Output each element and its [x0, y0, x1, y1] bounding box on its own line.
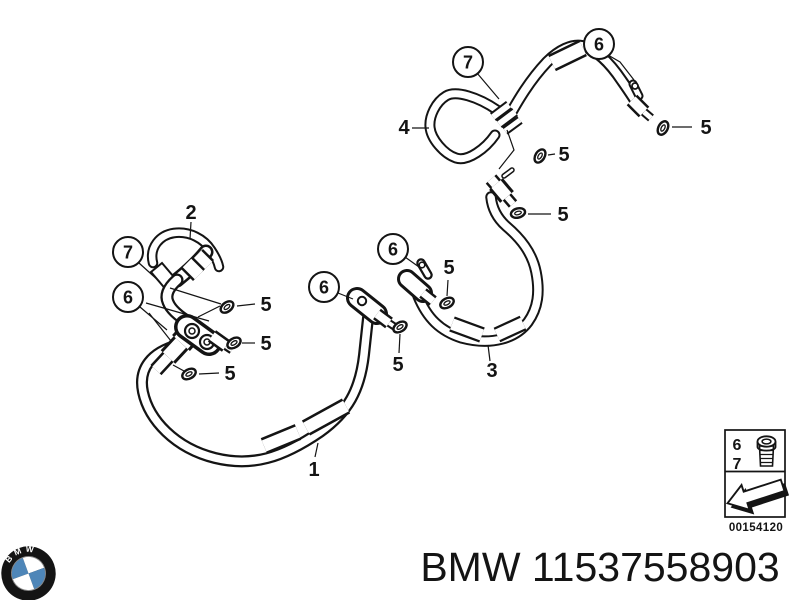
o-ring — [181, 367, 197, 381]
oring-label: 5 — [224, 363, 235, 385]
oring-label: 5 — [700, 117, 711, 139]
footer-part-number: BMW 11537558903 — [420, 544, 779, 590]
svg-text:6: 6 — [319, 278, 329, 298]
svg-text:6: 6 — [388, 240, 398, 260]
o-ring — [219, 300, 235, 314]
hose-3-top-fitting — [485, 167, 518, 208]
legend-item-7: 7 — [733, 456, 742, 473]
o-ring — [439, 296, 455, 310]
screw-bolt-icon — [756, 435, 777, 467]
callout-6-right: 6 — [377, 233, 409, 265]
callout-7-left: 7 — [112, 236, 144, 268]
arrow-down-left-icon — [725, 478, 790, 515]
callout-7-top: 7 — [452, 46, 484, 78]
legend-code: 00154120 — [729, 522, 783, 534]
callout-6-mid: 6 — [308, 271, 340, 303]
part-label-2: 2 — [185, 202, 196, 224]
hose-4-end-fitting — [626, 79, 654, 122]
o-ring — [392, 320, 408, 334]
o-ring — [226, 336, 242, 350]
leader-lines — [138, 54, 692, 458]
o-ring — [656, 120, 670, 136]
hose-3-bracket-fitting — [397, 258, 437, 306]
part-label-1: 1 — [308, 459, 319, 481]
oring-label: 5 — [557, 204, 568, 226]
legend-box: 6 7 00154120 — [724, 429, 790, 534]
svg-text:7: 7 — [463, 53, 473, 73]
o-rings — [181, 120, 670, 381]
pipe-2-assembly — [146, 227, 235, 356]
callout-6-top: 6 — [583, 28, 615, 60]
svg-text:6: 6 — [123, 288, 133, 308]
part-labels: 1 2 3 4 5 5 5 5 5 5 5 5 — [185, 117, 711, 481]
callout-6-left: 6 — [112, 281, 144, 313]
hose-1 — [136, 287, 398, 468]
hose-1-banjo-fitting — [346, 287, 398, 331]
o-ring — [533, 148, 547, 164]
circled-callouts: 7 6 7 6 6 6 — [112, 28, 615, 313]
hose-4-coupling — [490, 101, 523, 135]
oring-label: 5 — [443, 257, 454, 279]
oring-label: 5 — [392, 354, 403, 376]
part-label-4: 4 — [398, 117, 410, 139]
legend-item-6: 6 — [733, 437, 742, 454]
svg-text:6: 6 — [594, 35, 604, 55]
bmw-roundel-logo: BMW — [1, 539, 56, 600]
oring-label: 5 — [558, 144, 569, 166]
oring-label: 5 — [260, 294, 271, 316]
footer: BMW 11537558903 BMW — [1, 539, 780, 600]
svg-text:7: 7 — [123, 243, 133, 263]
hose-4 — [424, 39, 654, 165]
part-label-3: 3 — [486, 360, 497, 382]
o-ring — [509, 206, 527, 220]
hose-3 — [397, 167, 544, 347]
oring-label: 5 — [260, 333, 271, 355]
